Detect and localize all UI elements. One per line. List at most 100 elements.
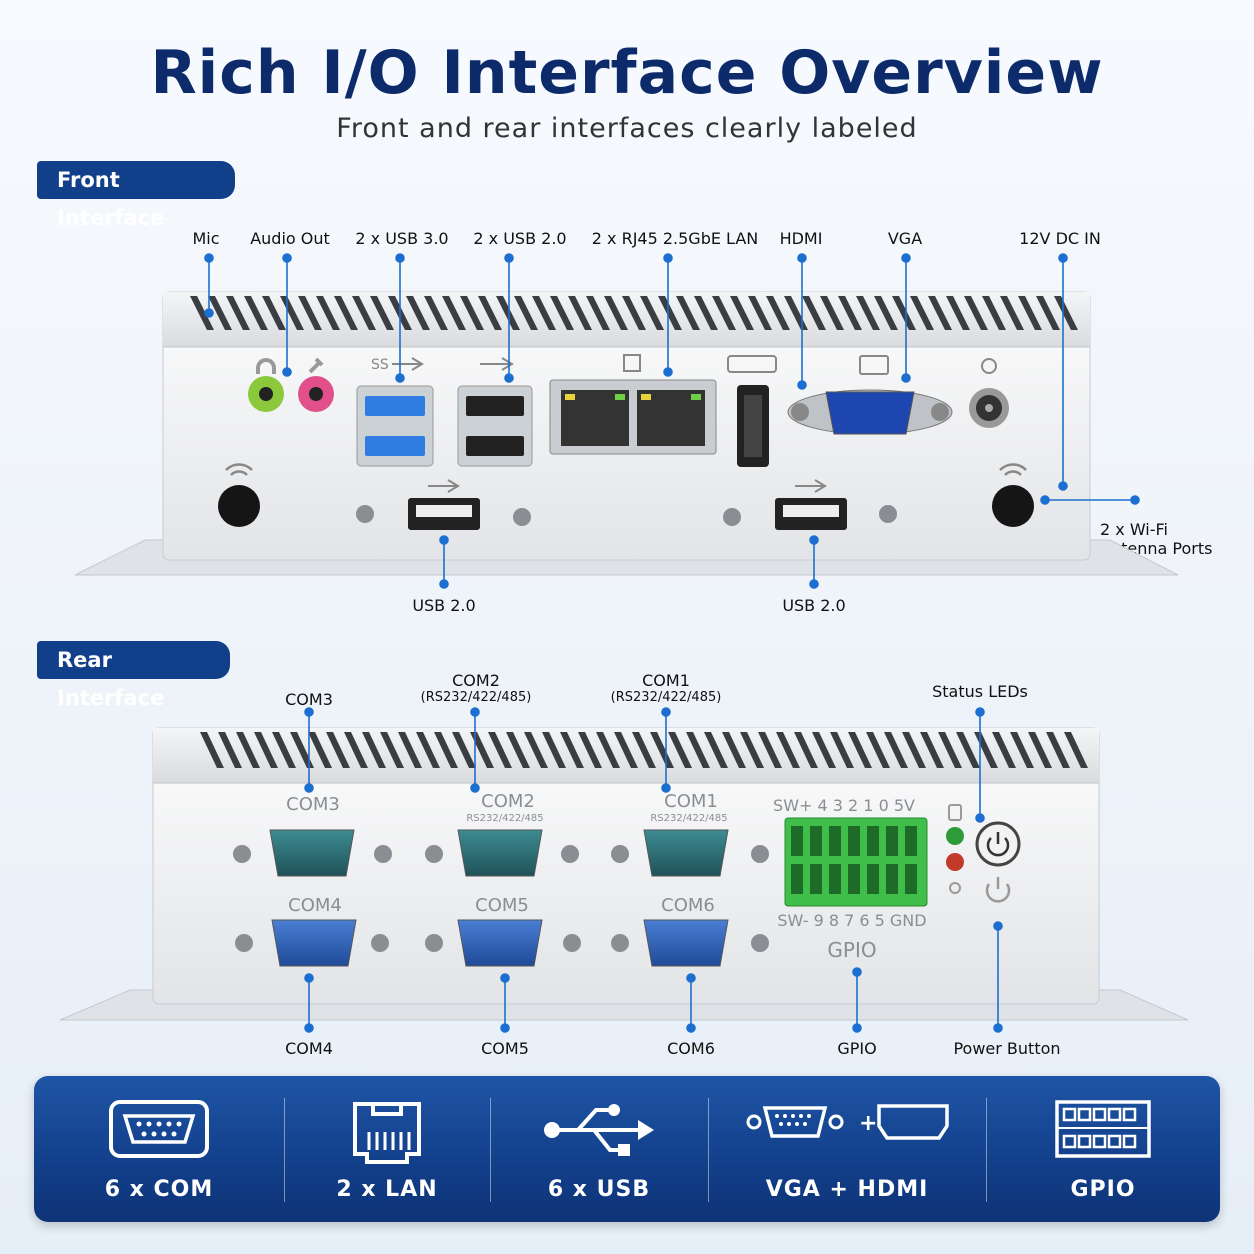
- heatsink-fin: [290, 732, 314, 768]
- heatsink-fin: [668, 732, 692, 768]
- gpio-terminal: [886, 826, 898, 856]
- heatsink-fin: [676, 296, 700, 330]
- front-heatsink-fins: [190, 296, 1078, 330]
- heatsink-fin: [452, 732, 476, 768]
- svg-text:COM6: COM6: [661, 895, 715, 916]
- usb-icon: [544, 1104, 654, 1156]
- feature-gpio: GPIO: [986, 1076, 1220, 1222]
- heatsink-fin: [632, 732, 656, 768]
- heatsink-fin: [200, 732, 224, 768]
- heatsink-fin: [460, 296, 484, 330]
- usb-ss-mark: SS: [371, 357, 389, 373]
- label-hdmi: HDMI: [779, 229, 823, 248]
- heatsink-fin: [568, 296, 592, 330]
- heatsink-fin: [308, 732, 332, 768]
- heatsink-fin: [218, 732, 242, 768]
- page-title: Rich I/O Interface Overview: [150, 38, 1104, 108]
- svg-text:SW- 9 8 7 6 5 GND: SW- 9 8 7 6 5 GND: [777, 911, 926, 930]
- svg-text:COM3: COM3: [286, 794, 340, 815]
- svg-text:+: +: [859, 1111, 877, 1136]
- heatsink-fin: [694, 296, 718, 330]
- heatsink-fin: [802, 296, 826, 330]
- heatsink-fin: [820, 296, 844, 330]
- hdmi-icon: [727, 355, 777, 373]
- usb-icon: [480, 357, 514, 371]
- heatsink-fin: [352, 296, 376, 330]
- feature-bar: 6 x COM 2 x LAN 6 x USB + VGA + HD: [34, 1076, 1220, 1222]
- heatsink-fin: [560, 732, 584, 768]
- heatsink-fin: [470, 732, 494, 768]
- heatsink-fin: [1046, 732, 1070, 768]
- heatsink-fin: [650, 732, 674, 768]
- gpio-terminal: [848, 826, 860, 856]
- heatsink-fin: [866, 732, 890, 768]
- heatsink-fin: [524, 732, 548, 768]
- gpio-icon: [1055, 1100, 1151, 1158]
- heatsink-fin: [830, 732, 854, 768]
- label-com2: COM2(RS232/422/485): [420, 671, 532, 705]
- feature-vga-hdmi-label: VGA + HDMI: [765, 1177, 929, 1202]
- heatsink-fin: [478, 296, 502, 330]
- feature-vga-hdmi: + VGA + HDMI: [708, 1076, 986, 1222]
- heatsink-fin: [362, 732, 386, 768]
- gpio-terminal: [867, 864, 879, 894]
- label-dc-in: 12V DC IN: [1019, 229, 1101, 248]
- heatsink-fin: [316, 296, 340, 330]
- heatsink-fin: [262, 296, 286, 330]
- label-com5: COM5: [481, 1039, 529, 1058]
- heatsink-fin: [704, 732, 728, 768]
- heatsink-fin: [244, 296, 268, 330]
- svg-text:GPIO: GPIO: [827, 938, 876, 962]
- heatsink-fin: [884, 732, 908, 768]
- label-usb30: 2 x USB 3.0: [355, 229, 449, 248]
- svg-text:COM4: COM4: [288, 895, 342, 916]
- label-status-leds: Status LEDs: [932, 682, 1028, 701]
- heatsink-fin: [928, 296, 952, 330]
- label-gpio: GPIO: [837, 1039, 877, 1058]
- heatsink-fin: [370, 296, 394, 330]
- heatsink-fin: [272, 732, 296, 768]
- heatsink-fin: [838, 296, 862, 330]
- heatsink-fin: [406, 296, 430, 330]
- heatsink-fin: [488, 732, 512, 768]
- usb-icon: [392, 357, 424, 371]
- gpio-terminal: [810, 864, 822, 894]
- label-audio-out: Audio Out: [250, 229, 330, 248]
- heatsink-fin: [326, 732, 350, 768]
- heatsink-fin: [856, 296, 880, 330]
- label-usb20: 2 x USB 2.0: [473, 229, 567, 248]
- dc-polarity-icon: [981, 358, 997, 374]
- svg-text:COM2: COM2: [481, 791, 535, 812]
- heatsink-fin: [578, 732, 602, 768]
- heatsink-fin: [586, 296, 610, 330]
- heatsink-fin: [380, 732, 404, 768]
- feature-com: 6 x COM: [34, 1076, 284, 1222]
- label-com6: COM6: [667, 1039, 715, 1058]
- heatsink-fin: [596, 732, 620, 768]
- heatsink-fin: [334, 296, 358, 330]
- heatsink-fin: [776, 732, 800, 768]
- heatsink-fin: [532, 296, 556, 330]
- gpio-terminal: [791, 826, 803, 856]
- usb-icon: [428, 479, 460, 493]
- heatsink-fin: [892, 296, 916, 330]
- heatsink-fin: [920, 732, 944, 768]
- heatsink-fin: [794, 732, 818, 768]
- network-icon: [623, 354, 641, 372]
- feature-com-label: 6 x COM: [104, 1177, 214, 1202]
- heatsink-fin: [298, 296, 322, 330]
- gpio-terminal: [810, 826, 822, 856]
- heatsink-fin: [254, 732, 278, 768]
- power-led-icon: [949, 882, 961, 894]
- power-icon: [985, 877, 1011, 903]
- heatsink-fin: [1064, 732, 1088, 768]
- gpio-terminal: [886, 864, 898, 894]
- feature-usb: 6 x USB: [490, 1076, 708, 1222]
- heatsink-fin: [1010, 732, 1034, 768]
- feature-lan-label: 2 x LAN: [336, 1177, 438, 1202]
- heatsink-fin: [730, 296, 754, 330]
- heatsink-fin: [622, 296, 646, 330]
- headphone-icon: [256, 358, 276, 374]
- label-power-button: Power Button: [953, 1039, 1061, 1058]
- feature-gpio-label: GPIO: [1070, 1177, 1136, 1202]
